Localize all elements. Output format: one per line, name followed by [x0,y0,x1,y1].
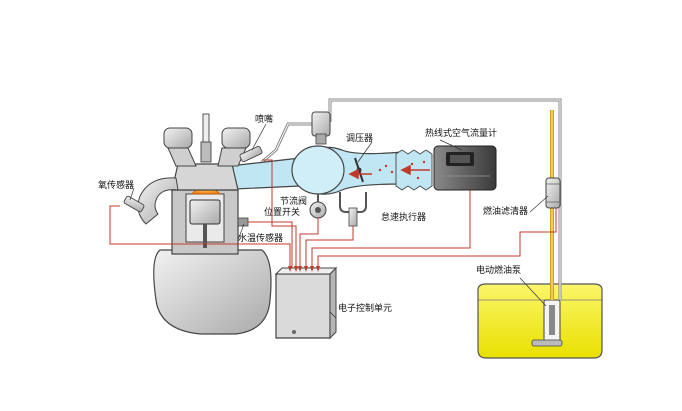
throttle-switch-label-line2: 位置开关 [264,208,301,218]
coolant-temp-sensor [237,217,249,227]
throttle-switch-label-line1: 节流阀 [280,197,308,207]
coolant-temp-sensor-label: 水温传感器 [238,234,284,244]
leader-lines [129,123,549,319]
throttle-position-switch [309,194,327,219]
fuel-tank [477,283,603,359]
intake-manifold [211,145,433,195]
electric-fuel-pump-label: 电动燃油泵 [476,266,522,276]
injector-label: 喷嘴 [255,115,274,125]
electric-fuel-pump [531,299,563,347]
fuel-filter-label: 燃油滤清器 [483,207,529,217]
pressure-regulator-label: 调压器 [346,134,374,144]
air-flow-meter [433,145,497,191]
oxygen-sensor-label: 氧传感器 [98,181,135,191]
fuel-filter [545,177,561,209]
pressure-regulator [311,111,331,145]
engine [137,113,272,335]
ecu [274,266,338,340]
ecu-input-arrows [288,266,320,272]
ecu-label: 电子控制单元 [338,304,393,314]
oxygen-sensor [123,195,145,213]
signal-wires [109,159,557,268]
idle-speed-actuator [339,192,367,227]
air-flow-meter-label: 热线式空气流量计 [425,129,498,139]
idle-speed-actuator-label: 怠速执行器 [381,213,427,223]
